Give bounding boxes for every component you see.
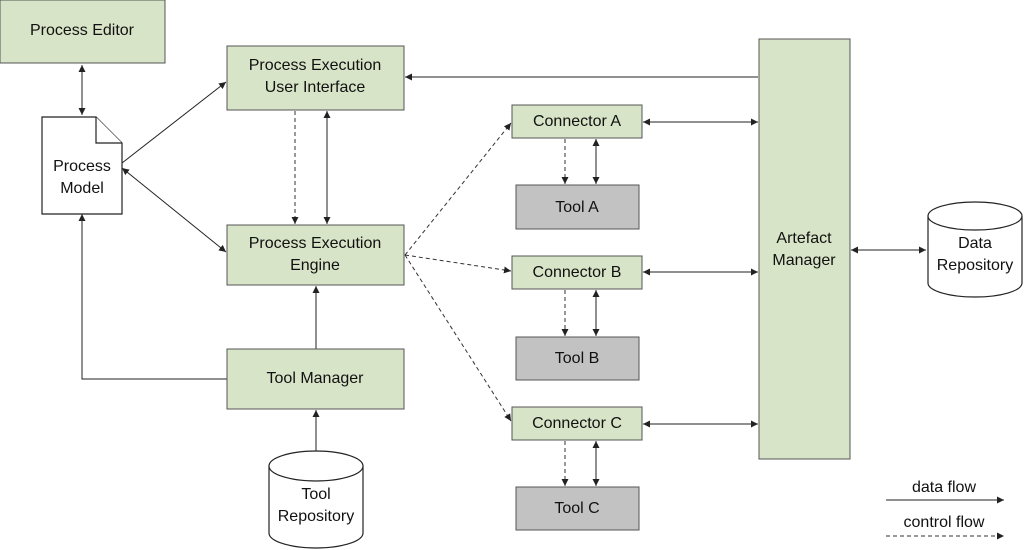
connector-c-node[interactable]: Connector C: [511, 406, 643, 441]
tool-manager-node[interactable]: Tool Manager: [226, 348, 405, 410]
connector-c-label: Connector C: [532, 415, 622, 432]
peui-label-line2: User Interface: [265, 79, 366, 96]
legend-data-flow-label: data flow: [912, 479, 976, 496]
connector-a-node[interactable]: Connector A: [511, 104, 643, 139]
tool-a-label: Tool A: [555, 199, 599, 216]
tool-a-node[interactable]: Tool A: [515, 184, 640, 230]
peui-label-line1: Process Execution: [249, 57, 382, 74]
tool-c-node[interactable]: Tool C: [515, 486, 640, 531]
pee-node[interactable]: Process Execution Engine: [226, 224, 405, 286]
pee-label-line1: Process Execution: [249, 235, 382, 252]
tool-c-label: Tool C: [554, 500, 599, 517]
process-model-node[interactable]: Process Model: [41, 116, 123, 215]
data-repository-node[interactable]: Data Repository: [927, 201, 1023, 298]
data-repository-label-line1: Data: [958, 235, 992, 252]
process-model-label-line2: Model: [60, 180, 104, 197]
edge-model-pee: [121, 167, 227, 253]
edge-pee-connector-a: [404, 122, 512, 256]
tool-b-label: Tool B: [555, 350, 599, 367]
database-icon: [927, 216, 1023, 298]
edge-toolmanager-model: [78, 214, 227, 380]
artefact-manager-label-line1: Artefact: [776, 230, 832, 247]
tool-b-node[interactable]: Tool B: [515, 336, 640, 381]
peui-node[interactable]: Process Execution User Interface: [226, 45, 405, 111]
connector-b-label: Connector B: [533, 264, 622, 281]
connector-b-node[interactable]: Connector B: [511, 255, 643, 290]
edge-pee-connector-c: [404, 254, 512, 422]
tool-repository-label-line2: Repository: [278, 508, 354, 525]
connector-a-label: Connector A: [533, 113, 621, 130]
process-model-label-line1: Process: [53, 158, 111, 175]
data-repository-label-line2: Repository: [937, 257, 1013, 274]
process-editor-label: Process Editor: [30, 22, 135, 39]
artefact-manager-node[interactable]: Artefact Manager: [758, 38, 851, 460]
artefact-manager-label-line2: Manager: [772, 252, 836, 269]
process-editor-node[interactable]: Process Editor: [0, 0, 166, 64]
legend-control-flow-label: control flow: [904, 514, 985, 531]
edge-pee-connector-b: [404, 254, 512, 274]
connections: [78, 65, 926, 486]
edge-model-peui: [121, 81, 227, 164]
tool-repository-label-line1: Tool: [301, 486, 330, 503]
pee-label-line2: Engine: [290, 257, 340, 274]
tool-repository-node[interactable]: Tool Repository: [268, 450, 364, 549]
tool-manager-label: Tool Manager: [267, 370, 365, 387]
database-icon: [268, 466, 364, 549]
legend: data flow control flow: [886, 479, 1004, 540]
